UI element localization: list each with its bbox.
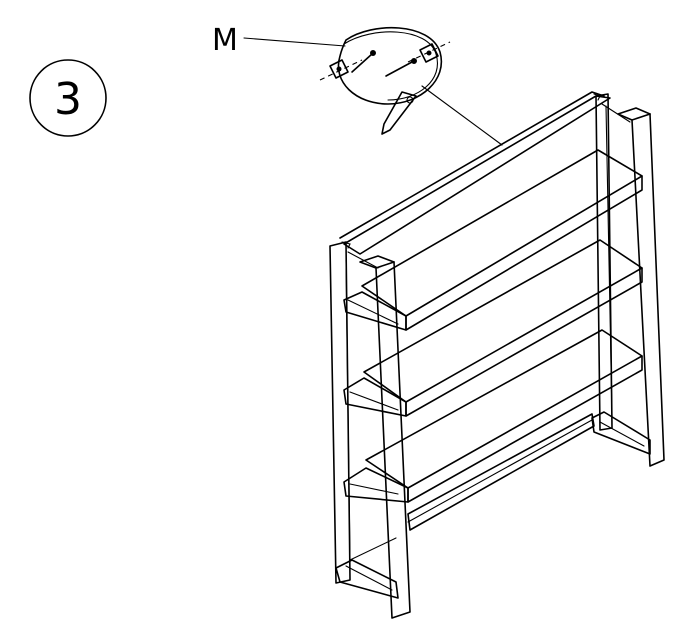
step-badge: 3 [29,59,107,137]
strap-icon [381,91,417,135]
screw-icon [351,50,376,73]
part-callout: M [212,23,346,58]
screw-icon [385,58,417,77]
step-number: 3 [54,74,82,125]
bracket-right [407,41,451,63]
part-label: M [212,23,238,58]
shelf-unit [329,91,665,619]
bracket-left [319,59,363,81]
hardware-detail-circle [319,26,503,146]
